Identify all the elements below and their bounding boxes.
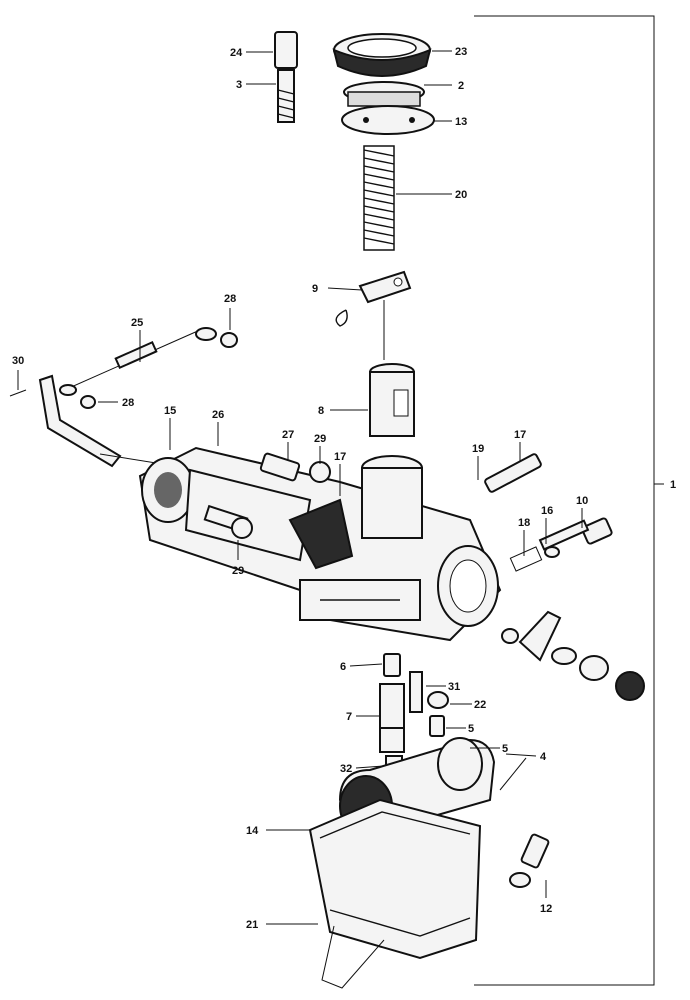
callout-29-bottom: 29 xyxy=(232,565,244,577)
washer-part xyxy=(80,332,238,409)
callout-21: 21 xyxy=(246,919,258,931)
callout-9: 9 xyxy=(312,283,318,295)
callout-7: 7 xyxy=(346,711,352,723)
callout-16: 16 xyxy=(541,505,553,517)
cable-adjuster-part xyxy=(274,31,298,123)
drain-screw-part xyxy=(509,833,550,888)
callout-27: 27 xyxy=(282,429,294,441)
callout-24: 24 xyxy=(230,47,243,59)
callout-17-left: 17 xyxy=(334,451,346,463)
callout-13: 13 xyxy=(455,116,467,128)
callout-12: 12 xyxy=(540,903,552,915)
carburetor-body-part xyxy=(138,446,502,642)
callout-23: 23 xyxy=(455,46,467,58)
callout-25: 25 xyxy=(131,317,143,329)
callout-5-upper: 5 xyxy=(468,723,474,735)
throttle-lever-part xyxy=(38,327,301,487)
needle-retainer-part xyxy=(335,270,412,360)
throttle-spring-part xyxy=(363,145,395,251)
callout-32: 32 xyxy=(340,763,352,775)
callout-28-top: 28 xyxy=(224,293,236,305)
callout-30: 30 xyxy=(12,355,24,367)
callout-10: 10 xyxy=(576,495,588,507)
gasket-plate-part xyxy=(341,105,435,135)
assembly-bracket xyxy=(474,15,655,986)
leader-lines xyxy=(17,50,583,925)
float-chamber-part xyxy=(308,798,482,989)
callout-4: 4 xyxy=(540,751,547,763)
choke-lever-part xyxy=(501,610,645,701)
throttle-valve-part xyxy=(369,363,415,437)
top-cap-part xyxy=(343,81,425,107)
callout-28-bottom: 28 xyxy=(122,397,134,409)
callout-8: 8 xyxy=(318,405,324,417)
air-screw-part xyxy=(484,453,613,572)
callout-17-right: 17 xyxy=(514,429,526,441)
callout-31: 31 xyxy=(448,681,460,693)
callout-5-lower: 5 xyxy=(502,743,508,755)
callout-26: 26 xyxy=(212,409,224,421)
callout-19: 19 xyxy=(472,443,484,455)
callout-22: 22 xyxy=(474,699,486,711)
callout-1: 1 xyxy=(670,479,676,491)
callout-3: 3 xyxy=(236,79,242,91)
screw-part xyxy=(9,389,27,397)
callout-29-top: 29 xyxy=(314,433,326,445)
callout-14: 14 xyxy=(246,825,259,837)
callout-18: 18 xyxy=(518,517,530,529)
callout-2: 2 xyxy=(458,80,464,92)
callout-15: 15 xyxy=(164,405,176,417)
callout-6: 6 xyxy=(340,661,346,673)
callout-20: 20 xyxy=(455,189,467,201)
top-cap-ring-part xyxy=(332,33,432,77)
